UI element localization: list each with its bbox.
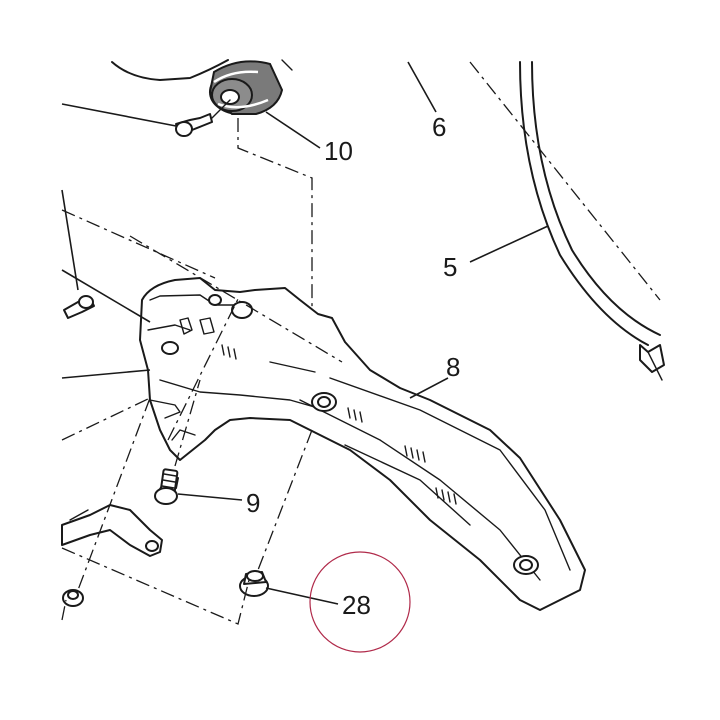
lower-bracket [61,504,163,557]
upper-cover-edge [111,59,229,81]
bolt-icon [154,487,178,505]
callout-28: 28 [342,590,371,620]
callout-5: 5 [443,252,457,282]
flange-nut-icon [62,589,84,607]
screw-icon [63,295,95,319]
nut-part-28 [239,570,269,597]
grommet-part-10 [208,60,284,115]
cable-inner [531,61,661,336]
callout-9: 9 [246,488,260,518]
screw-icon [175,113,213,137]
cable-outer [519,61,649,346]
bracket-part-8 [139,277,586,611]
callout-10: 10 [324,136,353,166]
callout-8: 8 [446,352,460,382]
callout-6: 6 [432,112,446,142]
bolt-part-9 [154,468,179,505]
highlight-ring [309,551,411,653]
